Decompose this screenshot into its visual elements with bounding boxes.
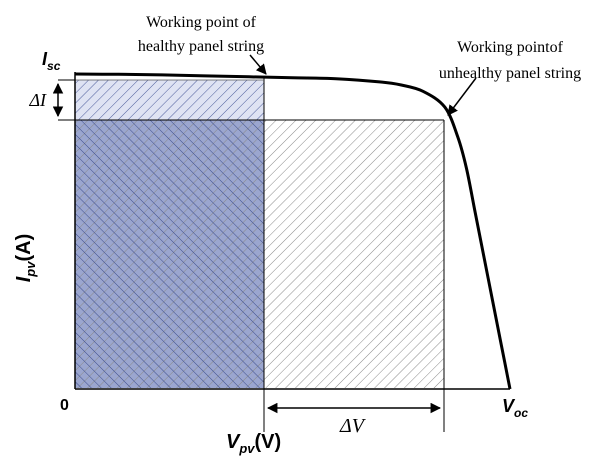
axes: [74, 72, 510, 390]
x-axis-label: Vpv(V): [226, 431, 281, 456]
origin-label: 0: [60, 397, 69, 414]
reference-lines: [58, 76, 445, 432]
annotation-unhealthy-line2: unhealthy panel string: [439, 65, 581, 82]
healthy-point-arrow: [249, 54, 267, 75]
delta-i-label: ΔI: [28, 90, 47, 110]
delta-v-label: ΔV: [339, 415, 367, 437]
hatched-regions: [75, 80, 444, 388]
y-axis-label: Ipv(A): [13, 234, 38, 283]
voc-label: Voc: [502, 396, 528, 420]
annotation-unhealthy-line1: Working pointof: [457, 39, 563, 56]
iv-curve-line: [74, 72, 512, 390]
annotation-healthy-line2: healthy panel string: [138, 38, 264, 55]
annotation-healthy-line1: Working point of: [146, 14, 256, 31]
unhealthy-point-arrow: [447, 77, 477, 116]
isc-label: Isc: [42, 49, 61, 73]
